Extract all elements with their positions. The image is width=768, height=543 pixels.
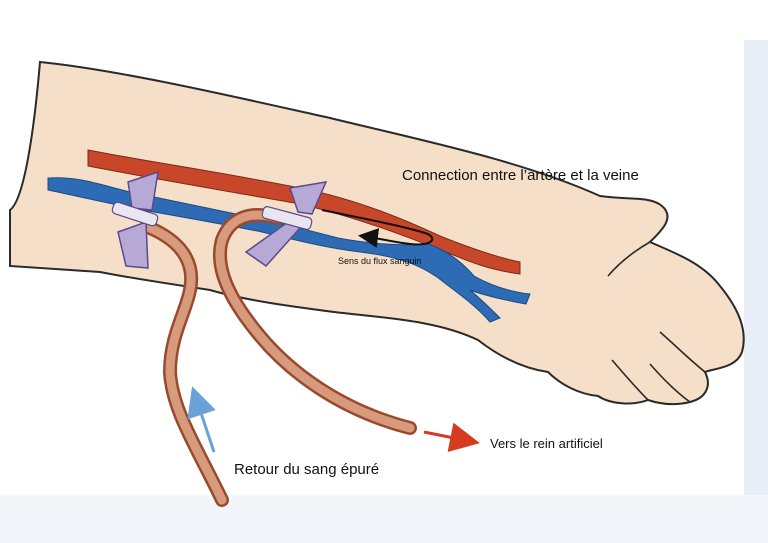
right-needle [244, 181, 328, 267]
to-kidney-label: Vers le rein artificiel [490, 436, 603, 451]
to-kidney-arrow [423, 422, 480, 453]
artery [87, 149, 521, 275]
return-blood-arrow [187, 386, 216, 453]
left-needle [111, 170, 159, 269]
background-accent-bottom [0, 495, 768, 543]
flow-direction-label: Sens du flux sanguin [338, 256, 422, 266]
return-tube-inner [145, 223, 227, 505]
connection-label: Connection entre l’artère et la veine [402, 167, 639, 184]
return-blood-label: Retour du sang épuré [234, 461, 379, 478]
flow-direction-arrow [321, 209, 434, 248]
background-accent-right [744, 40, 768, 500]
finger-lines [607, 241, 706, 403]
outgoing-tube-inner [215, 210, 415, 433]
